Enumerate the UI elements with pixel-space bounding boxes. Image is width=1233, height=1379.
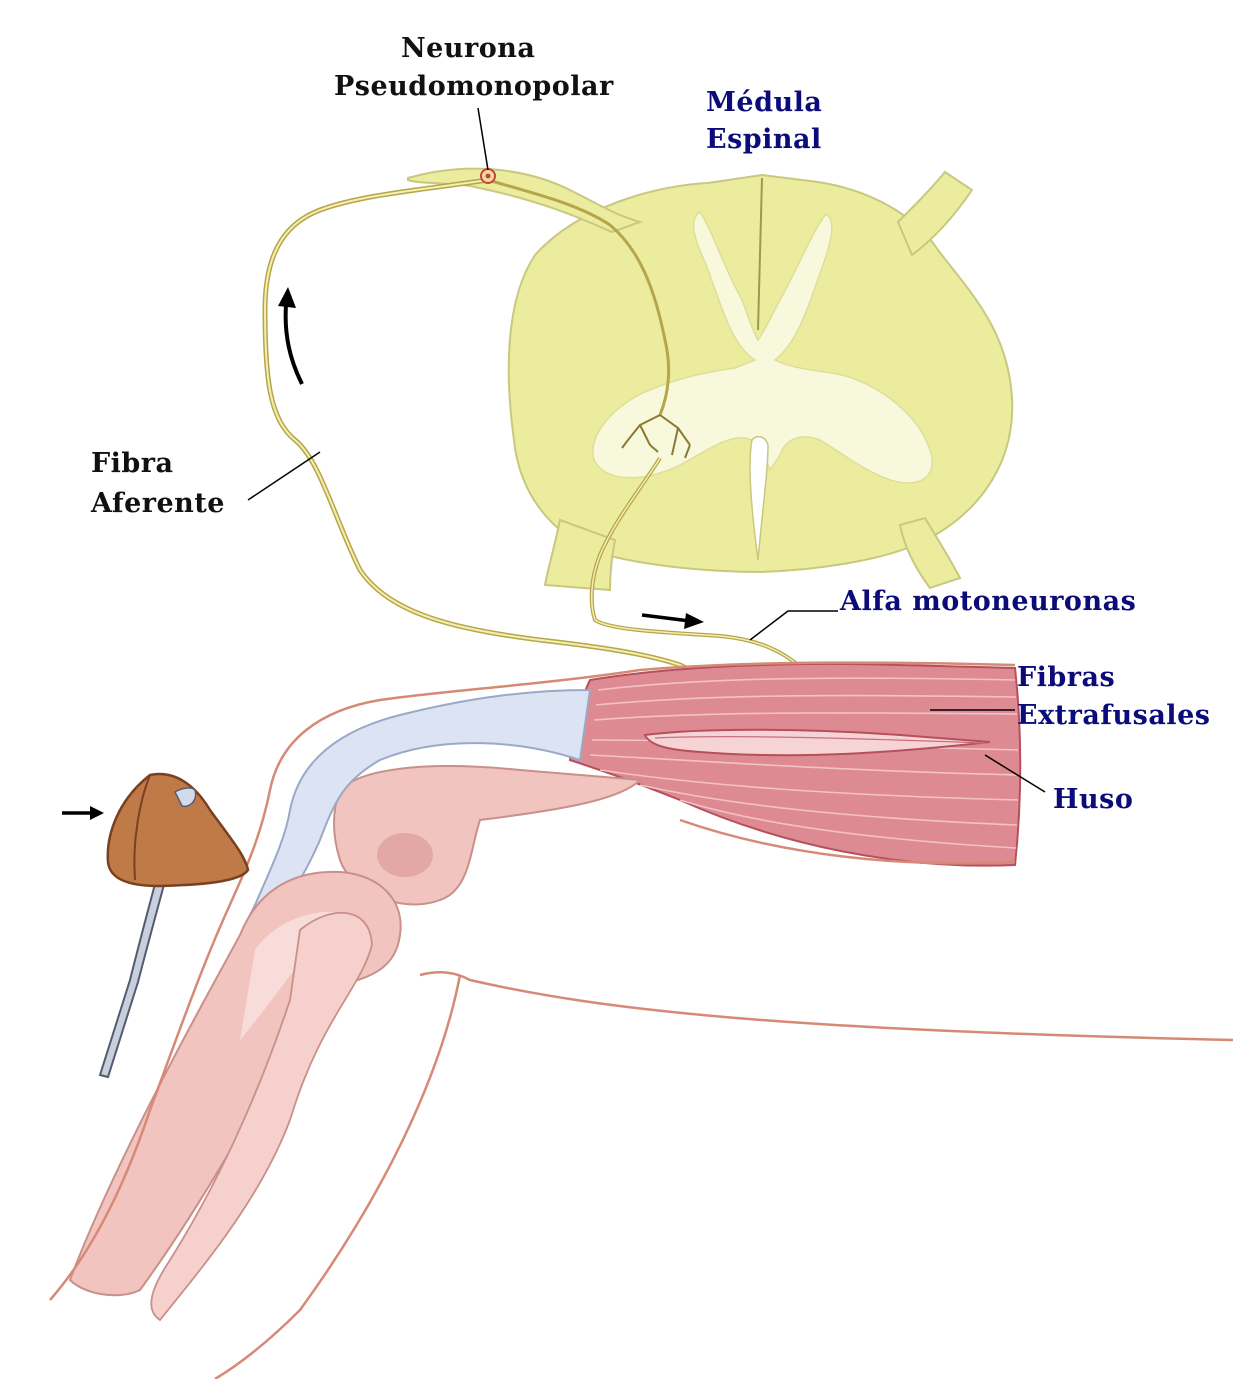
ventral-median-fissure — [749, 435, 769, 561]
label-fibras-line2: Extrafusales — [1017, 700, 1211, 731]
label-fibra-line1: Fibra — [91, 448, 174, 479]
ventral-root-left — [543, 518, 617, 592]
label-neurona-line2: Pseudomonopolar — [334, 71, 614, 102]
label-fibra-line2: Aferente — [91, 488, 225, 519]
leader-neurona — [477, 107, 489, 171]
label-huso: Huso — [1053, 784, 1134, 815]
arrow-icon-afferent — [278, 287, 304, 385]
fibula — [150, 911, 373, 1322]
knee-joint — [68, 688, 643, 1322]
skin-outline — [49, 661, 1233, 1379]
synapse-branches — [621, 414, 691, 459]
afferent-fiber — [262, 168, 772, 742]
label-medula-line1: Médula — [706, 87, 823, 118]
tibia-highlight — [240, 911, 350, 1040]
afferent-central-branch — [487, 178, 671, 416]
spinal-cord — [407, 167, 1014, 592]
dorsal-median-sulcus — [757, 177, 763, 331]
grey-matter — [592, 210, 933, 484]
femur — [333, 765, 643, 906]
label-alfa-motoneuronas: Alfa motoneuronas — [840, 586, 1137, 617]
ventral-root-right — [898, 516, 962, 590]
muscle-spindle — [643, 728, 991, 757]
leader-lines — [247, 107, 1046, 793]
leader-alfa — [749, 610, 838, 641]
arrow-icon-hammer — [62, 806, 104, 820]
label-neurona-line1: Neurona — [401, 33, 536, 64]
femur-condyle-shade — [377, 833, 433, 877]
dorsal-root-right — [896, 170, 974, 257]
muscle-belly — [568, 662, 1022, 867]
leader-fibra — [247, 451, 321, 501]
label-fibras-line1: Fibras — [1017, 662, 1116, 693]
leader-huso — [984, 754, 1046, 793]
quadriceps-muscle — [568, 662, 1022, 867]
reflex-hammer-icon — [98, 772, 250, 1079]
arrow-icon-efferent — [641, 613, 704, 629]
hammer-head — [106, 772, 250, 888]
label-medula-line2: Espinal — [706, 124, 822, 155]
